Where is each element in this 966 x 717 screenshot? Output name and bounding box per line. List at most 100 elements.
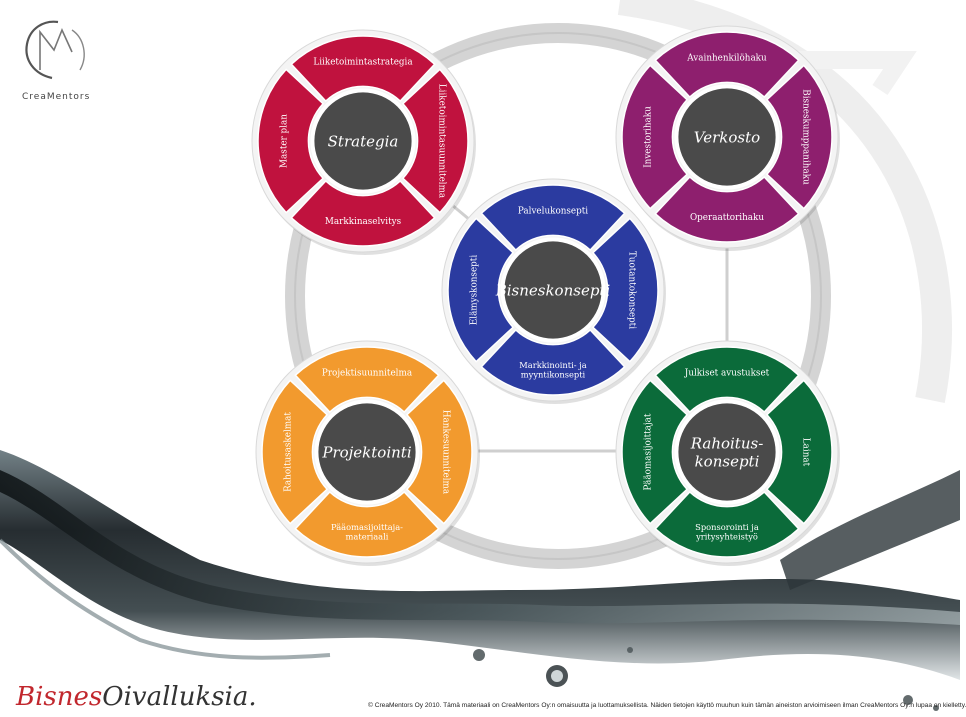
segment-shape xyxy=(405,379,473,525)
creamentors-logo xyxy=(25,20,85,80)
segment-shape xyxy=(290,35,436,103)
segment-label: Tuotantokonsepti xyxy=(627,251,637,329)
segment-shape xyxy=(765,64,833,210)
segment-label: Rahoitusaskelmat xyxy=(283,412,293,492)
wheel-segment: Operaattorihaku xyxy=(654,175,800,243)
segment-shape xyxy=(591,217,659,363)
wheel-segment: Palvelukonsepti xyxy=(480,184,626,252)
segment-label-line: Pääomasijoittaja- xyxy=(331,522,403,532)
segment-label: Operaattorihaku xyxy=(690,213,764,223)
wheel-title: Rahoitus-konsepti xyxy=(690,434,764,470)
wheel-title-line: konsepti xyxy=(695,452,760,470)
segment-label: Liiketoimintastrategia xyxy=(313,57,412,67)
segment-label: Elämyskonsepti xyxy=(469,255,479,325)
segment-label-line: Elämyskonsepti xyxy=(469,255,479,325)
brand-tagline: BisnesOivalluksia. xyxy=(16,682,257,712)
segment-shape xyxy=(654,490,800,558)
wheel-title: Verkosto xyxy=(694,128,760,146)
segment-shape xyxy=(294,490,440,558)
segment-label-line: Pääomasijoittajat xyxy=(643,413,653,490)
center-disc xyxy=(504,241,602,339)
segment-shape xyxy=(654,175,800,243)
wheel-segment: Hankesuunnitelma xyxy=(405,379,473,525)
center-disc xyxy=(314,92,412,190)
water-splash xyxy=(0,450,960,711)
segment-label: Lainat xyxy=(801,438,811,467)
segment-shape xyxy=(654,346,800,414)
wheel-segment: Pääomasijoittajat xyxy=(621,379,689,525)
segment-label-line: Markkinaselvitys xyxy=(325,217,402,227)
wheel-verkosto: AvainhenkilöhakuBisneskumppanihakuOperaa… xyxy=(615,25,840,251)
center-disc xyxy=(678,403,776,501)
segment-shape xyxy=(654,31,800,99)
wheel-segment: Investorihaku xyxy=(621,64,689,210)
segment-label-line: Tuotantokonsepti xyxy=(627,251,637,329)
segment-label: Liiketoimintasuunnitelma xyxy=(437,84,447,198)
center-disc xyxy=(318,403,416,501)
segment-shape xyxy=(294,346,440,414)
segment-label-line: Sponsorointi ja xyxy=(695,522,759,532)
wheel-title-line: Bisneskonsepti xyxy=(495,281,611,299)
wheel-segment: Bisneskumppanihaku xyxy=(765,64,833,210)
segment-shape xyxy=(257,68,325,214)
wheel-segment: Liiketoimintasuunnitelma xyxy=(401,68,469,214)
brand-part-3: . xyxy=(248,682,257,712)
segment-label: Bisneskumppanihaku xyxy=(801,89,811,185)
wheel-segment: Rahoitusaskelmat xyxy=(261,379,329,525)
segment-label-line: Master plan xyxy=(279,114,289,168)
logo-wordmark: CreaMentors xyxy=(22,92,91,102)
segment-shape xyxy=(765,379,833,525)
segment-label-line: Operaattorihaku xyxy=(690,213,764,223)
wheel-title-line: Projektointi xyxy=(321,443,411,461)
segment-label-line: Palvelukonsepti xyxy=(518,206,588,216)
segment-shape xyxy=(480,184,626,252)
segment-label-line: Projektisuunnitelma xyxy=(322,368,412,378)
segment-label-line: Markkinointi- ja xyxy=(519,360,586,370)
brand-part-1: Bisnes xyxy=(16,682,103,712)
wheel-bisneskonsepti: PalvelukonseptiTuotantokonseptiMarkkinoi… xyxy=(441,178,666,404)
wheel-segment: Elämyskonsepti xyxy=(447,217,515,363)
center-disc xyxy=(678,88,776,186)
wheel-projektointi: ProjektisuunnitelmaHankesuunnitelmaPääom… xyxy=(255,340,480,566)
segment-label-line: Bisneskumppanihaku xyxy=(801,89,811,185)
segment-label-line: Liiketoimintastrategia xyxy=(313,57,412,67)
segment-label-line: Rahoitusaskelmat xyxy=(283,412,293,492)
wheel-title: Strategia xyxy=(328,132,399,150)
wheel-title: Bisneskonsepti xyxy=(495,281,611,299)
wheel-title-line: Rahoitus- xyxy=(690,434,764,452)
segment-label: Palvelukonsepti xyxy=(518,206,588,216)
segment-label: Julkiset avustukset xyxy=(684,368,770,378)
brand-part-2: Oivalluksia xyxy=(102,682,249,712)
segment-label-line: yritysyhteistyö xyxy=(695,532,758,542)
segment-shape xyxy=(261,379,329,525)
segment-shape xyxy=(621,379,689,525)
wheel-segment: Liiketoimintastrategia xyxy=(290,35,436,103)
segment-shape xyxy=(621,64,689,210)
segment-label-line: Avainhenkilöhaku xyxy=(686,53,767,63)
wheel-segment: Avainhenkilöhaku xyxy=(654,31,800,99)
copyright-notice: © CreaMentors Oy 2010. Tämä materiaali o… xyxy=(368,702,966,709)
wheel-segment: Julkiset avustukset xyxy=(654,346,800,414)
segment-label: Hankesuunnitelma xyxy=(441,410,451,494)
segment-label-line: materiaali xyxy=(346,532,389,542)
wheel-segment: Lainat xyxy=(765,379,833,525)
wheel-segment: Tuotantokonsepti xyxy=(591,217,659,363)
wheel-segment: Master plan xyxy=(257,68,325,214)
segment-label: Pääomasijoittaja-materiaali xyxy=(331,522,403,542)
segment-label: Pääomasijoittajat xyxy=(643,413,653,490)
segment-shape xyxy=(447,217,515,363)
wheel-title-line: Strategia xyxy=(328,132,399,150)
segment-label: Investorihaku xyxy=(643,106,653,168)
wheel-segment: Pääomasijoittaja-materiaali xyxy=(294,490,440,558)
wheel-title-line: Verkosto xyxy=(694,128,760,146)
segment-shape xyxy=(401,68,469,214)
wheel-strategia: LiiketoimintastrategiaLiiketoimintasuunn… xyxy=(251,29,476,255)
segment-label: Master plan xyxy=(279,114,289,168)
segment-shape xyxy=(290,179,436,247)
segment-label-line: Liiketoimintasuunnitelma xyxy=(437,84,447,198)
